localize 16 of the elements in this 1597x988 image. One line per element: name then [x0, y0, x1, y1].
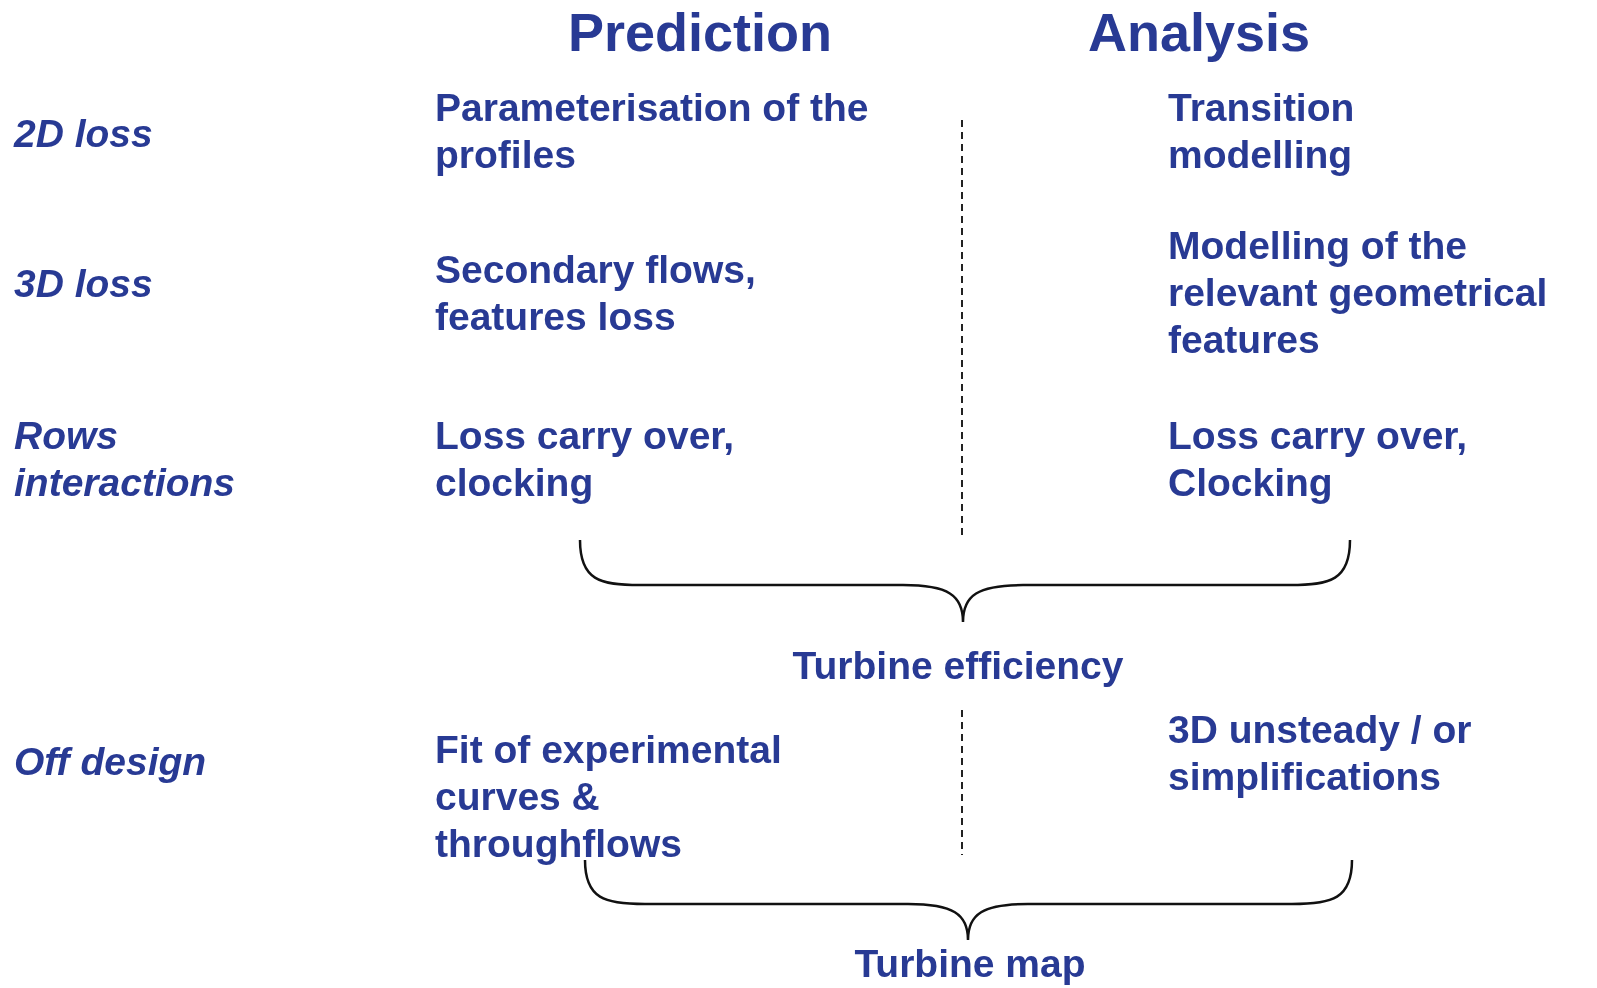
cell-text: Parameterisation of the profiles: [435, 85, 870, 178]
cell-text: Loss carry over, Clocking: [1168, 413, 1469, 506]
result-label: Turbine efficiency: [792, 643, 1124, 689]
column-heading: Analysis: [1088, 2, 1311, 62]
cell-text: Transition modelling: [1168, 85, 1356, 178]
cell-text: Secondary flows, features loss: [435, 247, 757, 340]
row-heading: Off design: [14, 739, 208, 785]
row-heading: Rows interactions: [14, 413, 237, 506]
row-heading: 2D loss: [14, 111, 154, 157]
row-heading: 3D loss: [14, 261, 154, 307]
cell-text: 3D unsteady / or simplifications: [1168, 707, 1473, 800]
column-heading: Prediction: [568, 2, 833, 62]
cell-text: Loss carry over, clocking: [435, 413, 736, 506]
cell-text: Modelling of the relevant geometrical features: [1168, 223, 1549, 363]
cell-text: Fit of experimental curves & throughflows: [435, 727, 783, 867]
result-label: Turbine map: [854, 941, 1086, 987]
